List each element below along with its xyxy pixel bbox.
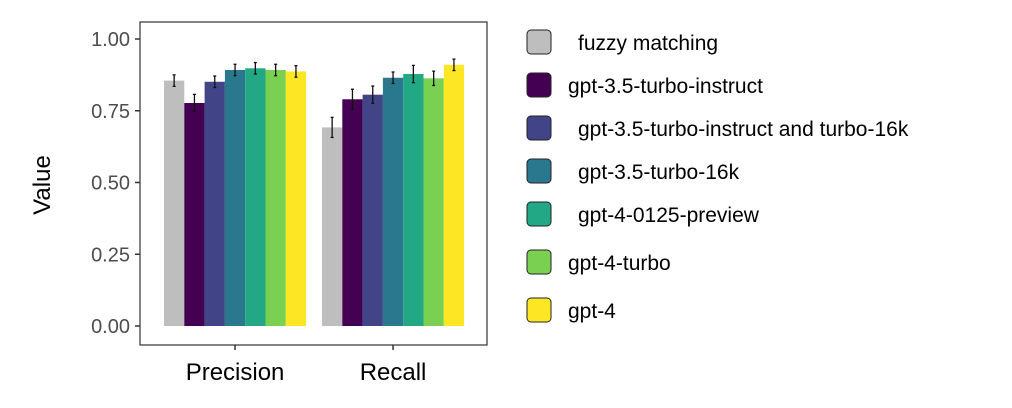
legend-key (526, 29, 552, 55)
legend-label: gpt-3.5-turbo-instruct (568, 75, 763, 98)
bar (164, 80, 185, 327)
y-tick-label: 0.00 (91, 316, 130, 338)
y-tick-label: 1.00 (91, 29, 130, 51)
bar (423, 78, 444, 326)
bar (265, 69, 286, 326)
legend-label: gpt-3.5-turbo-16k (578, 161, 740, 184)
y-axis-label: Value (29, 155, 56, 215)
legend-label: fuzzy matching (578, 32, 718, 55)
legend-key (526, 158, 552, 184)
bar (245, 68, 266, 327)
y-tick-label: 0.50 (91, 173, 130, 195)
legend-label: gpt-4-turbo (568, 252, 671, 275)
bar (403, 74, 424, 326)
legend-key (526, 115, 552, 141)
x-tick-label: Precision (186, 359, 285, 386)
bar (322, 127, 343, 327)
bar (224, 69, 246, 326)
bar (204, 81, 225, 326)
bar (382, 77, 404, 327)
bar (342, 99, 363, 327)
y-tick-label: 0.25 (91, 244, 130, 266)
legend-key (526, 297, 552, 323)
bar (184, 103, 205, 326)
legend-label: gpt-4-0125-preview (578, 204, 760, 227)
y-tick-label: 0.75 (91, 101, 130, 123)
legend-key (526, 249, 552, 275)
legend-key (526, 201, 552, 227)
legend-key (526, 72, 552, 98)
bar (362, 94, 383, 326)
bar (443, 64, 465, 326)
legend-label: gpt-4 (568, 300, 616, 323)
x-tick-label: Recall (360, 359, 427, 386)
legend-label: gpt-3.5-turbo-instruct and turbo-16k (578, 118, 909, 141)
bar (285, 71, 307, 326)
